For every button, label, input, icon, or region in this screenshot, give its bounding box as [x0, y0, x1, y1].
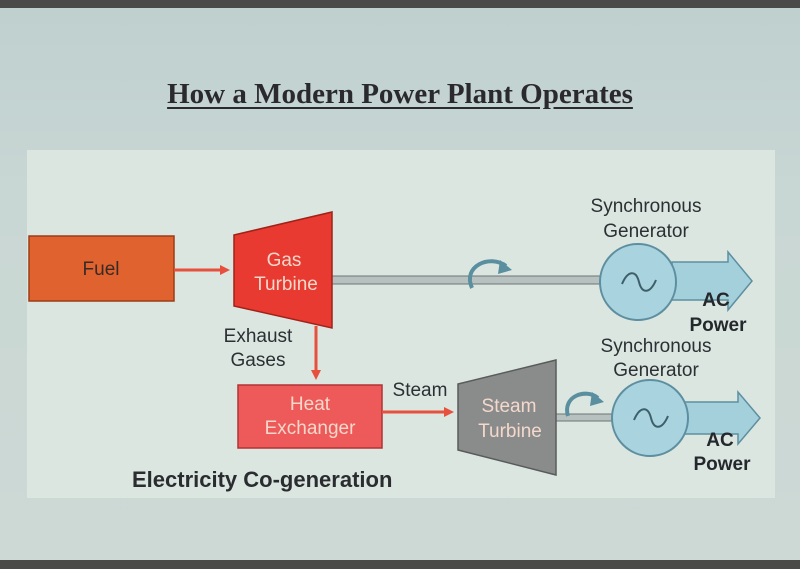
exhaust-label-1: Exhaust	[224, 326, 293, 347]
bottom-generator-label-1: Synchronous	[601, 336, 712, 357]
diagram-caption: Electricity Co-generation	[132, 467, 392, 492]
top-ac-label-2: Power	[689, 315, 747, 336]
steam-turbine-shape	[457, 359, 557, 476]
top-ac-wave-icon	[621, 272, 657, 292]
gas-turbine-label-2: Turbine	[254, 274, 318, 295]
bottom-ac-label-1: AC	[706, 430, 734, 451]
top-ac-label-1: AC	[702, 290, 730, 311]
bottom-generator-label-2: Generator	[613, 360, 699, 381]
top-generator-label-1: Synchronous	[591, 196, 702, 217]
exhaust-label-2: Gases	[231, 350, 286, 371]
gas-turbine-label-1: Gas	[267, 250, 302, 271]
steam-label: Steam	[393, 380, 448, 401]
steam-turbine-label-1: Steam	[482, 396, 537, 417]
top-ac-arrow	[671, 249, 753, 313]
fuel-box	[28, 235, 175, 302]
heat-exchanger-label-2: Exchanger	[265, 418, 357, 439]
bottom-shaft	[555, 413, 615, 422]
fuel-label: Fuel	[83, 259, 120, 280]
slide-title: How a Modern Power Plant Operates	[167, 78, 633, 110]
bottom-rotation-arrowhead	[590, 392, 604, 406]
top-generator-label-2: Generator	[603, 221, 689, 242]
heat-exchanger-label-1: Heat	[290, 394, 331, 415]
bottom-ac-label-2: Power	[693, 454, 751, 475]
gas-turbine-shape	[233, 211, 333, 329]
bottom-ac-wave-icon	[633, 408, 669, 428]
heat-exchanger-box	[237, 384, 383, 449]
steam-turbine-label-2: Turbine	[478, 421, 542, 442]
bottom-ac-arrow	[683, 389, 761, 447]
top-rotation-arrowhead	[498, 260, 512, 274]
